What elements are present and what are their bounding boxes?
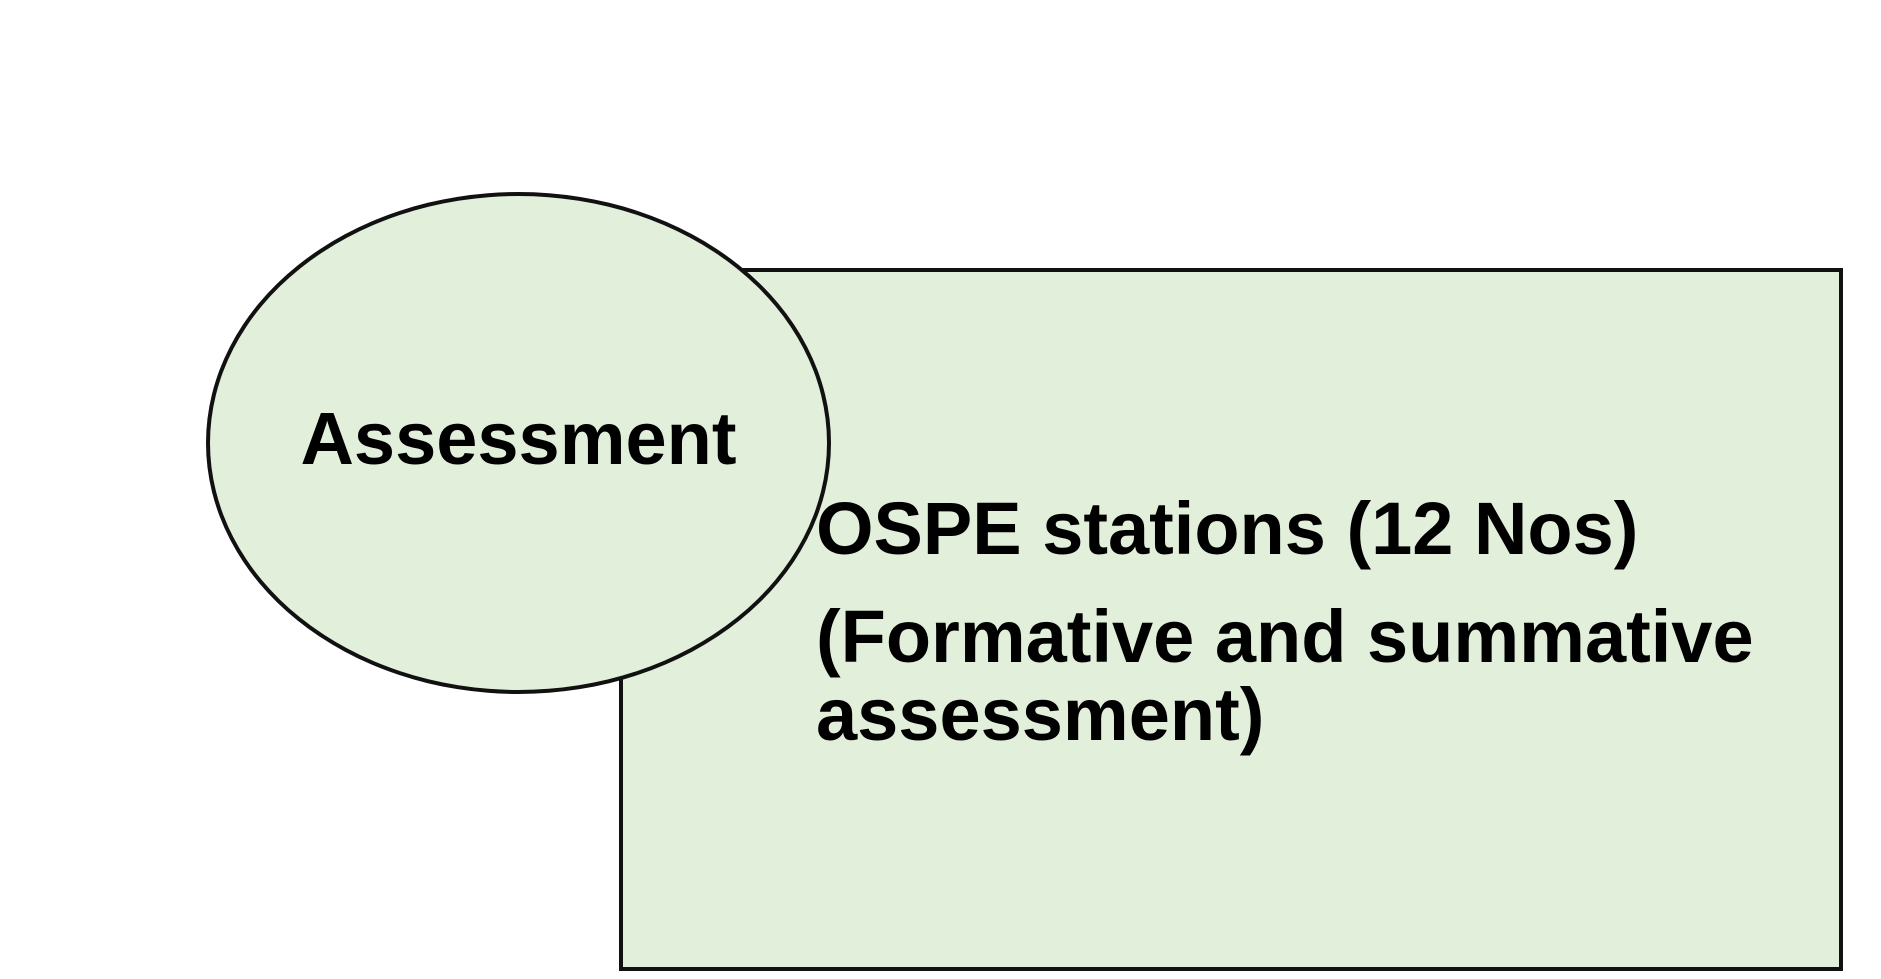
- assessment-ellipse: [206, 192, 831, 694]
- assessment-label: Assessment: [300, 397, 737, 480]
- ospe-stations-text: OSPE stations (12 Nos): [816, 487, 1639, 570]
- details-text: OSPE stations (12 Nos) (Formative and su…: [816, 490, 1826, 754]
- details-box: [619, 268, 1843, 971]
- assessment-type-text: (Formative and summative assessment): [816, 595, 1754, 756]
